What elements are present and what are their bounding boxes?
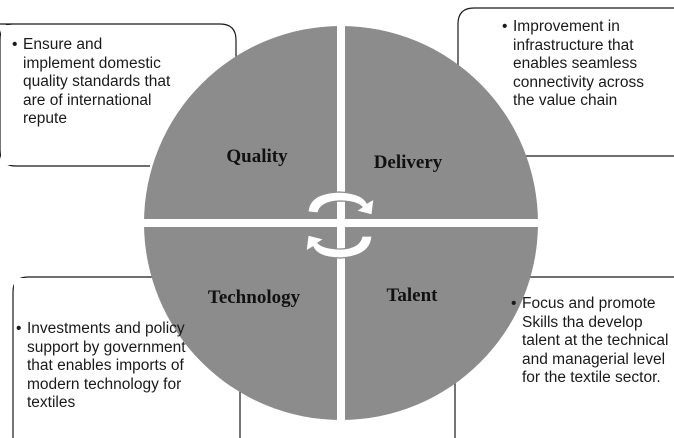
bullet: • [12, 36, 18, 53]
cycle-arrows-icon [305, 191, 375, 259]
bullet: • [502, 18, 508, 35]
quality-label: Quality [226, 146, 288, 167]
bullet: • [16, 320, 22, 337]
technology-note-text: Investments and policy support by govern… [27, 320, 186, 411]
talent-quadrant [341, 223, 538, 420]
quality-note-text: Ensure and implement domestic quality st… [23, 36, 171, 127]
delivery-note-text: Improvement in infrastructure that enabl… [513, 18, 644, 109]
technology-label: Technology [208, 287, 301, 308]
bullet: • [511, 295, 517, 312]
quadrant-circle [138, 20, 544, 430]
horizontal-divider [138, 219, 544, 227]
talent-label: Talent [386, 285, 438, 306]
cycle-arrow-top-icon [307, 191, 375, 216]
technology-note: • Investments and policy support by gove… [16, 320, 240, 413]
quality-callout-box [0, 23, 237, 180]
quality-quadrant [144, 26, 341, 223]
quality-note: • Ensure and implement domestic quality … [12, 36, 172, 129]
delivery-label: Delivery [374, 152, 443, 173]
technology-quadrant [144, 223, 341, 420]
talent-note-text: Focus and promote Skills tha develop tal… [522, 295, 669, 386]
talent-note: • Focus and promote Skills tha develop t… [511, 295, 674, 388]
cycle-arrow-bottom-icon [305, 234, 373, 259]
delivery-note: • Improvement in infrastructure that ena… [502, 18, 667, 111]
delivery-quadrant [341, 26, 538, 223]
